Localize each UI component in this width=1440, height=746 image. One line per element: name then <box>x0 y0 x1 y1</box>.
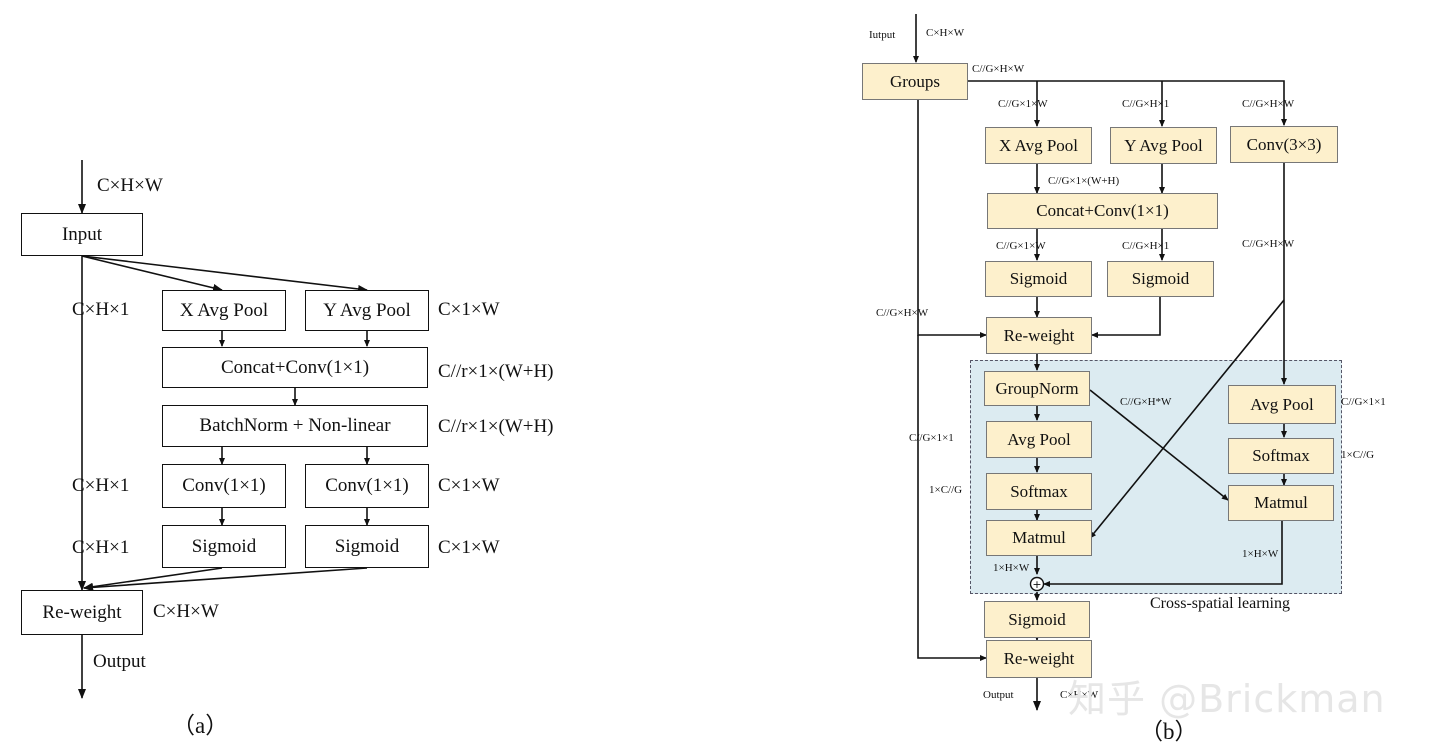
concat-dim-label: C//r×1×(W+H) <box>438 361 554 382</box>
b-avg-pool-left-node: Avg Pool <box>986 421 1092 458</box>
b-x-avg-pool-node: X Avg Pool <box>985 127 1092 164</box>
sigmoid-left-node: Sigmoid <box>162 525 286 568</box>
sig-right-in-label: C//G×H×1 <box>1122 240 1170 252</box>
caption-a: （a） <box>172 713 229 738</box>
caption-b: （b） <box>1140 719 1198 744</box>
x-pool-in-label: C//G×1×W <box>998 98 1048 110</box>
concat-in-label: C//G×1×(W+H) <box>1048 175 1120 187</box>
output-label: Output <box>93 651 146 672</box>
b-input-label: Iutput <box>869 29 896 41</box>
b-matmul-left-node: Matmul <box>986 520 1092 556</box>
gn-out-label: C//G×H*W <box>1120 396 1172 408</box>
softmax-right-dim-label: 1×C//G <box>1341 449 1375 461</box>
input-node: Input <box>21 213 143 256</box>
skip-dim-label: C//G×H×W <box>876 307 929 319</box>
y-avg-pool-node: Y Avg Pool <box>305 290 429 331</box>
watermark: 知乎 @Brickman <box>1068 677 1386 721</box>
b-concat-conv-node: Concat+Conv(1×1) <box>987 193 1218 229</box>
groupnorm-node: GroupNorm <box>984 371 1090 406</box>
conv-left-dim-label: C×H×1 <box>72 475 130 496</box>
conv-right-dim-label: C×1×W <box>438 475 500 496</box>
reweight-node: Re-weight <box>21 590 143 635</box>
b-y-avg-pool-node: Y Avg Pool <box>1110 127 1217 164</box>
conv-left-node: Conv(1×1) <box>162 464 286 508</box>
conv3-node: Conv(3×3) <box>1230 126 1338 163</box>
concat-conv-node: Concat+Conv(1×1) <box>162 347 428 388</box>
b-reweight-mid-node: Re-weight <box>986 317 1092 354</box>
conv-right-node: Conv(1×1) <box>305 464 429 508</box>
matmul-right-dim-label: 1×H×W <box>1242 548 1279 560</box>
groups-dim-label: C//G×H×W <box>972 63 1025 75</box>
conv3-in-label: C//G×H×W <box>1242 98 1295 110</box>
b-avg-pool-right-node: Avg Pool <box>1228 385 1336 424</box>
reweight-dim-label: C×H×W <box>153 601 219 622</box>
plus-node <box>1029 576 1045 592</box>
sigmoid-right-dim-label: C×1×W <box>438 537 500 558</box>
y-pool-dim-label: C×1×W <box>438 299 500 320</box>
plus-sign: + <box>1032 578 1041 591</box>
y-pool-in-label: C//G×H×1 <box>1122 98 1170 110</box>
b-sigmoid-right-node: Sigmoid <box>1107 261 1214 297</box>
avg-left-dim-label: C//G×1×1 <box>909 432 954 444</box>
conv3-out-label: C//G×H×W <box>1242 238 1295 250</box>
b-output-label: Output <box>983 689 1014 701</box>
matmul-left-dim-label: 1×H×W <box>993 562 1030 574</box>
b-softmax-left-node: Softmax <box>986 473 1092 510</box>
cross-spatial-label: Cross-spatial learning <box>1150 595 1290 612</box>
b-matmul-right-node: Matmul <box>1228 485 1334 521</box>
b-sigmoid-final-node: Sigmoid <box>984 601 1090 638</box>
b-output-dim-label: C×H×W <box>1060 689 1099 701</box>
b-sigmoid-left-node: Sigmoid <box>985 261 1092 297</box>
batchnorm-dim-label: C//r×1×(W+H) <box>438 416 554 437</box>
x-avg-pool-node: X Avg Pool <box>162 290 286 331</box>
b-reweight-final-node: Re-weight <box>986 640 1092 678</box>
sigmoid-left-dim-label: C×H×1 <box>72 537 130 558</box>
softmax-left-dim-label: 1×C//G <box>929 484 963 496</box>
x-pool-dim-label: C×H×1 <box>72 299 130 320</box>
sigmoid-right-node: Sigmoid <box>305 525 429 568</box>
b-input-dim-label: C×H×W <box>926 27 965 39</box>
sig-left-in-label: C//G×1×W <box>996 240 1046 252</box>
input-dim-label: C×H×W <box>97 175 163 196</box>
b-softmax-right-node: Softmax <box>1228 438 1334 474</box>
groups-node: Groups <box>862 63 968 100</box>
batchnorm-node: BatchNorm + Non-linear <box>162 405 428 447</box>
avg-right-dim-label: C//G×1×1 <box>1341 396 1386 408</box>
